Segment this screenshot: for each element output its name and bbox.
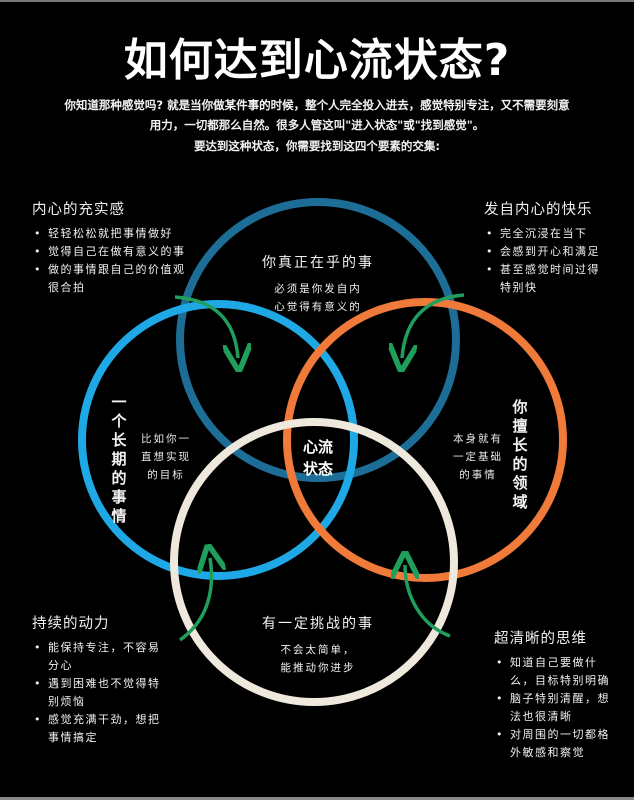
corner-heading: 内心的充实感 (32, 202, 125, 218)
arrow-icon (402, 293, 465, 358)
list-item: 能保持专注，不容易分心 (32, 639, 172, 675)
circle-skill-desc-line: 本身就有 (453, 433, 503, 445)
list-item: 对周围的一切都格外敏感和察觉 (494, 726, 619, 762)
lead-sentence: 要达到这种状态，你需要找到这四个要素的交集: (193, 139, 441, 153)
corner-list: 轻轻松松就把事情做好 觉得自己在做有意义的事 做的事情跟自己的价值观很合拍 (32, 225, 197, 297)
list-item: 感觉充满干劲，想把事情搞定 (32, 711, 172, 747)
center-line: 心流 (302, 438, 333, 456)
circle-skill (283, 298, 567, 582)
circle-care-label: 你真正在乎的事 必须是你发自内 心觉得有意义的 (238, 252, 398, 316)
circle-skill-desc: 本身就有 一定基础 的事情 (446, 430, 510, 484)
circle-challenge-desc-line: 能推动你进步 (280, 662, 356, 674)
circle-long-term (78, 300, 358, 580)
circle-care (176, 198, 460, 482)
page-title: 如何达到心流状态? (123, 35, 511, 86)
circle-challenge (170, 418, 458, 706)
list-item: 轻轻松松就把事情做好 (32, 225, 197, 243)
center-line: 状态 (302, 460, 333, 478)
corner-list: 知道自己要做什么，目标特别明确 脑子特别清醒，想法也很清晰 对周围的一切都格外敏… (494, 654, 619, 762)
circle-long-term-desc-line: 比如你一 (141, 433, 191, 445)
circle-skill-title: 你擅长的领域 (512, 398, 528, 511)
corner-list: 完全沉浸在当下 会感到开心和满足 甚至感觉时间过得特别快 (484, 225, 604, 297)
circle-skill-desc-line: 一定基础 (453, 451, 503, 463)
corner-joy: 发自内心的快乐 完全沉浸在当下 会感到开心和满足 甚至感觉时间过得特别快 (484, 198, 604, 297)
circle-challenge-title: 有一定挑战的事 (262, 616, 374, 632)
list-item: 脑子特别清醒，想法也很清晰 (494, 690, 619, 726)
list-item: 做的事情跟自己的价值观很合拍 (32, 261, 197, 297)
circle-long-term-desc: 比如你一 直想实现 的目标 (134, 430, 198, 484)
corner-list: 能保持专注，不容易分心 遇到困难也不觉得特别烦恼 感觉充满干劲，想把事情搞定 (32, 639, 172, 747)
corner-motivation: 持续的动力 能保持专注，不容易分心 遇到困难也不觉得特别烦恼 感觉充满干劲，想把… (32, 612, 172, 747)
circle-skill-desc-line: 的事情 (459, 469, 497, 481)
list-item: 觉得自己在做有意义的事 (32, 243, 197, 261)
intro-paragraph: 你知道那种感觉吗? 就是当你做某件事的时候，整个人完全投入进去，感觉特别专注，又… (64, 98, 570, 132)
list-item: 知道自己要做什么，目标特别明确 (494, 654, 619, 690)
list-item: 遇到困难也不觉得特别烦恼 (32, 675, 172, 711)
list-item: 会感到开心和满足 (484, 243, 604, 261)
corner-inner-fulfillment: 内心的充实感 轻轻松松就把事情做好 觉得自己在做有意义的事 做的事情跟自己的价值… (32, 198, 197, 297)
circle-long-term-desc-line: 的目标 (147, 469, 185, 481)
arrow-icon (178, 558, 211, 642)
corner-clarity: 超清晰的思维 知道自己要做什么，目标特别明确 脑子特别清醒，想法也很清晰 对周围… (494, 627, 619, 762)
list-item: 甚至感觉时间过得特别快 (484, 261, 604, 297)
arrow-icon (174, 295, 238, 358)
circle-care-desc-line: 心觉得有意义的 (274, 301, 362, 313)
flow-state-center: 心流 状态 (293, 436, 343, 480)
circle-care-title: 你真正在乎的事 (262, 255, 374, 271)
circle-challenge-label: 有一定挑战的事 不会太简单， 能推动你进步 (238, 613, 398, 677)
circle-challenge-desc: 不会太简单， 能推动你进步 (238, 641, 398, 677)
corner-heading: 持续的动力 (32, 616, 110, 632)
corner-heading: 超清晰的思维 (494, 631, 587, 647)
circle-care-desc-line: 必须是你发自内 (274, 283, 362, 295)
bottom-border (0, 797, 634, 800)
list-item: 完全沉浸在当下 (484, 225, 604, 243)
circle-long-term-title: 一个长期的事情 (111, 393, 127, 525)
arrow-icon (405, 565, 451, 638)
circle-challenge-desc-line: 不会太简单， (280, 644, 356, 656)
circle-care-desc: 必须是你发自内 心觉得有意义的 (238, 280, 398, 316)
top-border (0, 0, 634, 2)
circle-long-term-desc-line: 直想实现 (141, 451, 191, 463)
corner-heading: 发自内心的快乐 (484, 202, 593, 218)
